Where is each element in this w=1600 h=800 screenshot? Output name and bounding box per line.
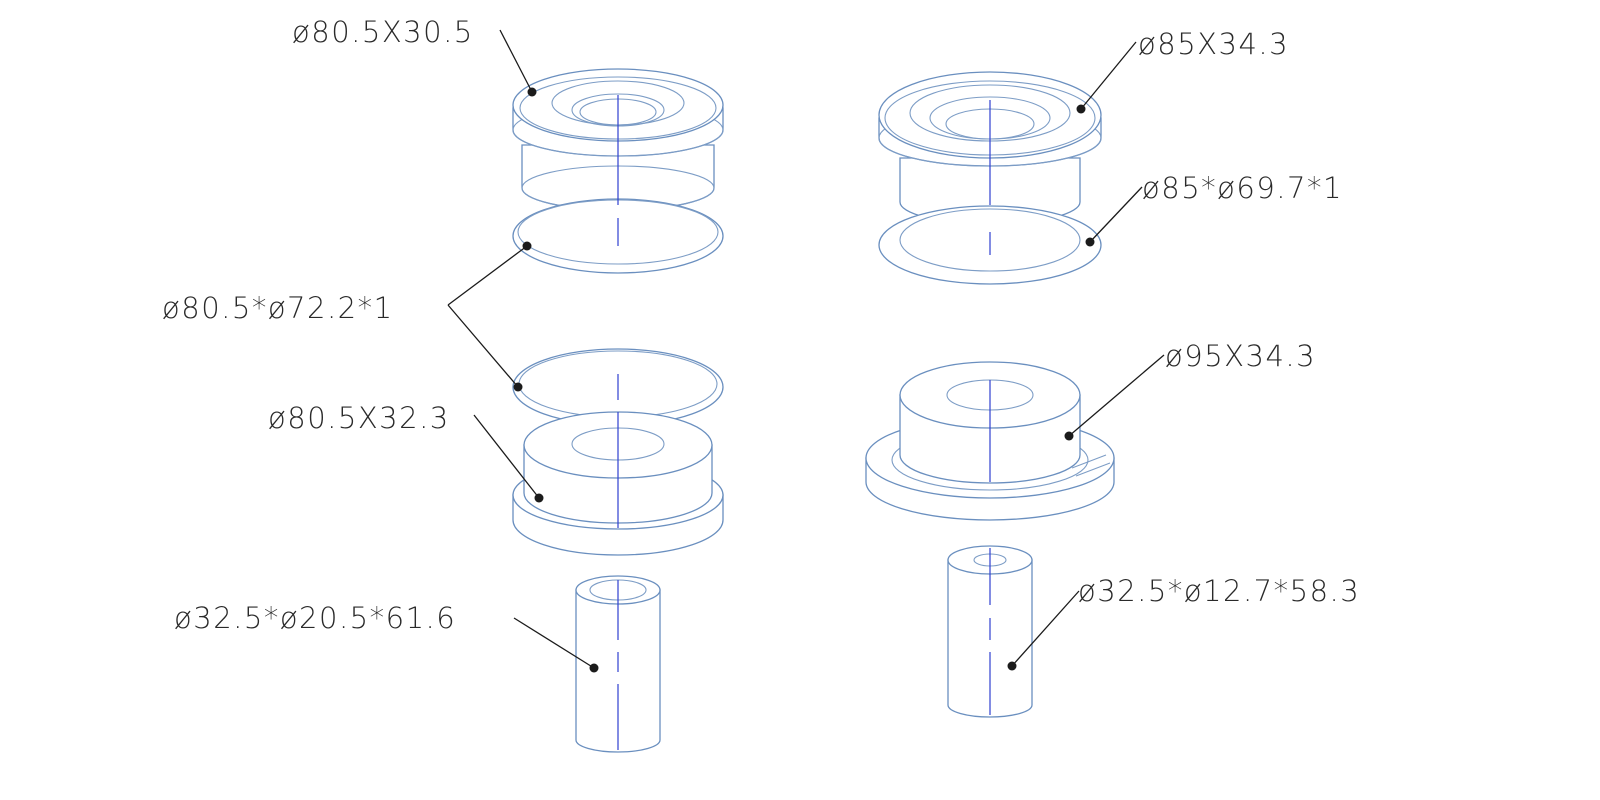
- label-right-sleeve: ø32.5*ø12.7*58.3: [1078, 574, 1360, 608]
- label-left-lower-body: ø80.5X32.3: [268, 401, 450, 435]
- label-left-sleeve: ø32.5*ø20.5*61.6: [174, 601, 456, 635]
- label-right-lower-body: ø95X34.3: [1165, 339, 1316, 373]
- label-right-ring: ø85*ø69.7*1: [1142, 171, 1343, 205]
- label-left-top-body: ø80.5X30.5: [292, 15, 474, 49]
- label-right-top-body: ø85X34.3: [1138, 27, 1289, 61]
- label-left-ring: ø80.5*ø72.2*1: [162, 291, 394, 325]
- leader-lines: [447, 29, 1165, 673]
